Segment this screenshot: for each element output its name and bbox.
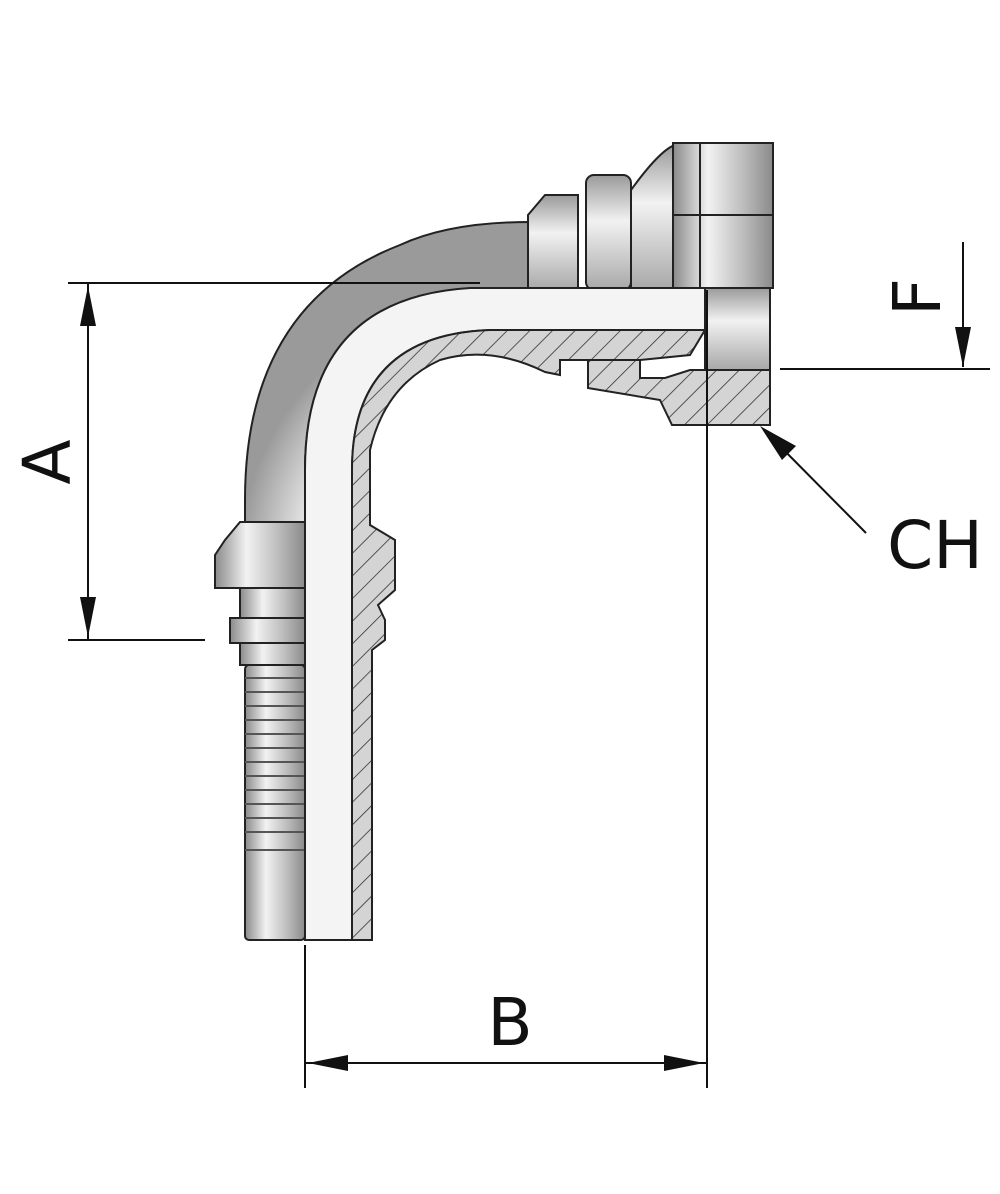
arrow-b-left <box>308 1055 348 1071</box>
cross-section <box>351 287 771 941</box>
arrow-f <box>955 327 971 367</box>
label-f: F <box>879 278 956 316</box>
collar-left <box>527 194 579 291</box>
ring-lower <box>229 617 306 644</box>
label-b: B <box>487 984 532 1061</box>
barb-ridges <box>245 677 305 851</box>
label-ch: CH <box>887 507 983 584</box>
dimension-f: F <box>780 242 990 370</box>
hex-collar <box>214 521 306 589</box>
section-wall <box>351 329 707 941</box>
arrow-b-right <box>664 1055 704 1071</box>
fitting-body <box>214 142 774 941</box>
dimension-b: B <box>304 290 708 1088</box>
callout-ch: CH <box>760 426 983 584</box>
dimension-a: A <box>9 282 480 641</box>
arrow-ch <box>760 426 796 460</box>
nut-taper <box>630 143 676 291</box>
neck <box>239 642 306 666</box>
arrow-a-bottom <box>80 597 96 637</box>
label-a: A <box>9 439 86 484</box>
groove <box>239 587 306 619</box>
arrow-a-top <box>80 286 96 326</box>
nut-bore <box>704 287 771 371</box>
collar-ring <box>585 174 632 291</box>
